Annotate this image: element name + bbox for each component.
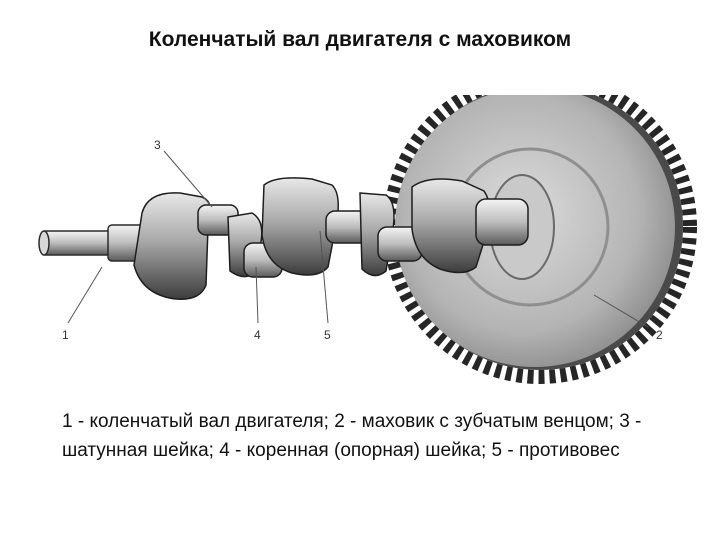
callout-4: 4 [254, 328, 261, 342]
crankshaft-figure: 1 2 3 4 5 [30, 95, 700, 395]
callout-5: 5 [324, 328, 331, 342]
callout-1: 1 [62, 328, 69, 342]
rear-main-journal [476, 199, 528, 245]
slide-title: Коленчатый вал двигателя с маховиком [0, 28, 720, 52]
leader-1 [68, 267, 102, 323]
callout-2: 2 [656, 328, 663, 342]
callout-3: 3 [154, 138, 161, 152]
figure-caption: 1 - коленчатый вал двигателя; 2 - махови… [62, 407, 682, 465]
